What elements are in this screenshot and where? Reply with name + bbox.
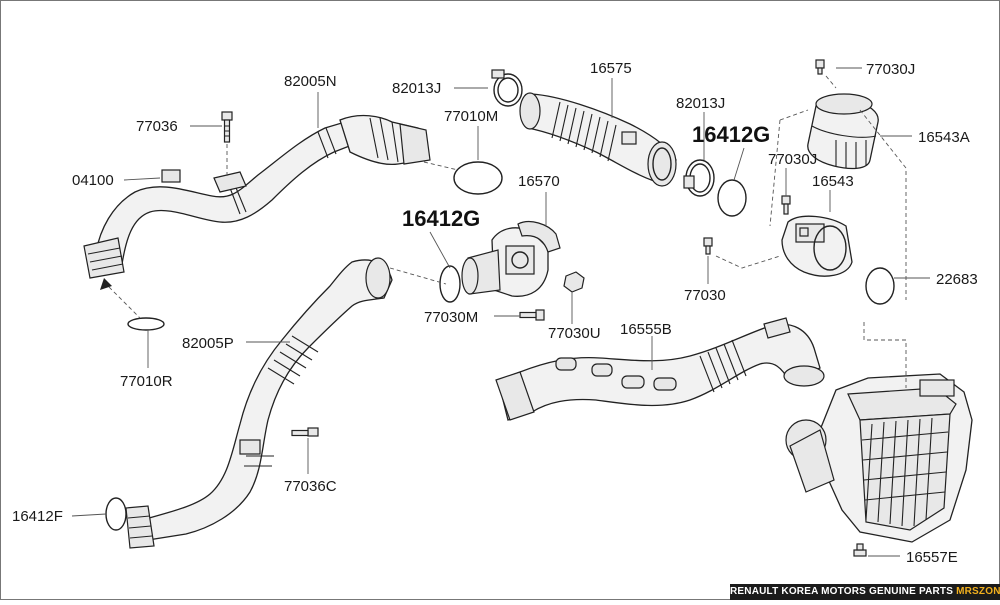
label-77030[interactable]: 77030 — [684, 287, 726, 304]
part-82005N[interactable] — [83, 114, 431, 279]
callout-labels: 82005N 82013J 16575 77030J 77036 77010M … — [12, 60, 978, 566]
part-16555B[interactable] — [495, 317, 825, 421]
label-77036C[interactable]: 77036C — [284, 478, 337, 495]
screw-77030J-mid[interactable] — [781, 195, 791, 215]
label-82013J-a[interactable]: 82013J — [392, 80, 441, 97]
arrow-icon — [100, 278, 112, 290]
label-16412G-b[interactable]: 16412G — [402, 206, 480, 231]
screw-77030J-top[interactable] — [815, 59, 825, 75]
label-16557E[interactable]: 16557E — [906, 549, 958, 566]
part-air-cleaner[interactable] — [785, 373, 973, 543]
label-77036[interactable]: 77036 — [136, 118, 178, 135]
leader-airbox-dash — [863, 322, 907, 388]
leader-77010M-dash — [423, 161, 459, 171]
label-22683[interactable]: 22683 — [936, 271, 978, 288]
label-16570[interactable]: 16570 — [518, 173, 560, 190]
clamp-82013J-b[interactable] — [683, 159, 715, 197]
footer-banner: RENAULT KOREA MOTORS GENUINE PARTS MRSZO… — [730, 584, 1000, 600]
oring-16412G-a[interactable] — [717, 179, 747, 217]
label-77030J-mid[interactable]: 77030J — [768, 151, 817, 168]
label-77030J-top[interactable]: 77030J — [866, 61, 915, 78]
leader-lines — [71, 67, 930, 557]
label-16575[interactable]: 16575 — [590, 60, 632, 77]
assembly-outline-dash — [769, 109, 907, 300]
screw-77030[interactable] — [703, 237, 713, 255]
oring-77010M[interactable] — [453, 161, 503, 195]
label-82005N[interactable]: 82005N — [284, 73, 337, 90]
label-77030U[interactable]: 77030U — [548, 325, 601, 342]
part-16575[interactable] — [519, 92, 677, 187]
label-82013J-b[interactable]: 82013J — [676, 95, 725, 112]
label-77030M[interactable]: 77030M — [424, 309, 478, 326]
oring-16412G-b[interactable] — [439, 265, 461, 303]
part-16570[interactable] — [461, 221, 561, 297]
oring-16412F[interactable] — [105, 497, 127, 531]
leader-throttle-dash — [389, 267, 447, 285]
bolt-77036[interactable] — [221, 111, 233, 143]
label-04100[interactable]: 04100 — [72, 172, 114, 189]
label-77010M[interactable]: 77010M — [444, 108, 498, 125]
leader-77010R-dash — [103, 281, 141, 319]
nut-77030U[interactable] — [563, 271, 585, 293]
label-77010R[interactable]: 77010R — [120, 373, 173, 390]
leader-77030-dash — [715, 255, 781, 269]
label-16543[interactable]: 16543 — [812, 173, 854, 190]
bracket-icon — [161, 169, 181, 183]
label-16412F[interactable]: 16412F — [12, 508, 63, 525]
label-82005P[interactable]: 82005P — [182, 335, 234, 352]
footer-text: RENAULT KOREA MOTORS GENUINE PARTS — [730, 586, 954, 597]
footer-brand: MRSZONE — [956, 586, 1000, 597]
oring-22683[interactable] — [865, 267, 895, 305]
label-16555B[interactable]: 16555B — [620, 321, 672, 338]
label-16412G-a[interactable]: 16412G — [692, 122, 770, 147]
part-82005P[interactable] — [125, 257, 393, 549]
bolt-77036C[interactable] — [291, 427, 319, 437]
part-16543A[interactable] — [807, 93, 879, 170]
oring-77010R[interactable] — [127, 317, 165, 331]
grommet-16557E[interactable] — [853, 543, 867, 557]
part-16543[interactable] — [781, 215, 853, 277]
leader-77030J-top-dash — [825, 75, 837, 89]
label-16543A[interactable]: 16543A — [918, 129, 970, 146]
clamp-82013J-a[interactable] — [491, 69, 523, 107]
bolt-77030M[interactable] — [519, 309, 545, 321]
